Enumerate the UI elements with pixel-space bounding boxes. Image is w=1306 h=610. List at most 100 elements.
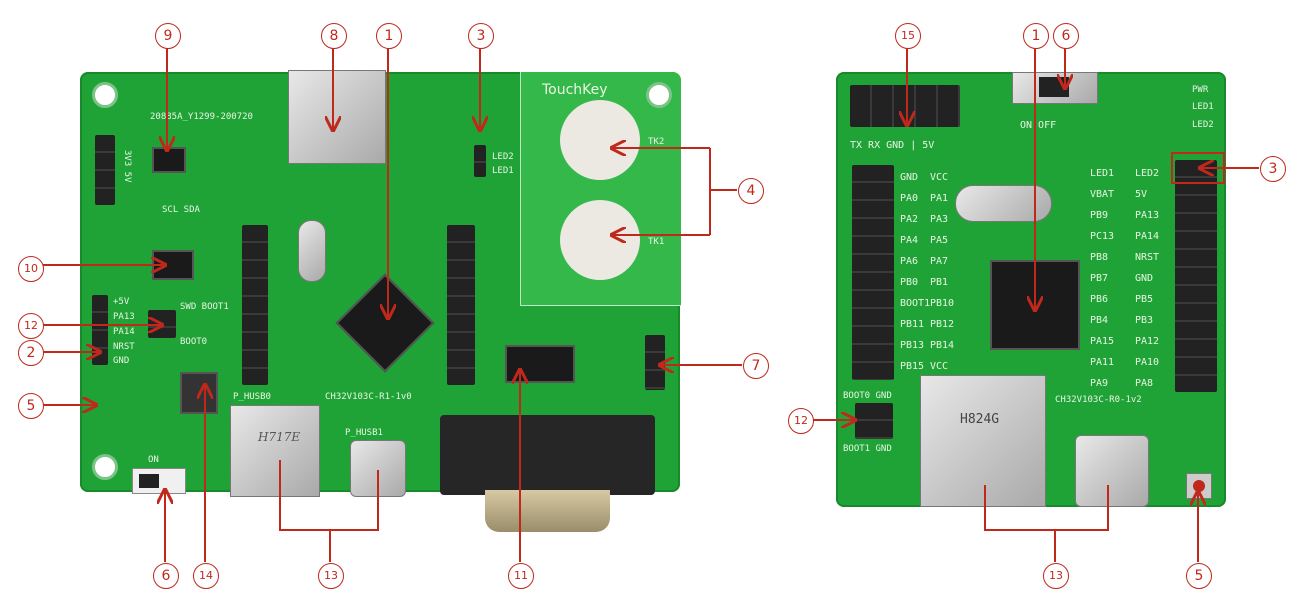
pin-label: PA0: [900, 193, 919, 204]
touch-pad-tk1[interactable]: [560, 200, 640, 280]
pin-label: PB3: [1135, 315, 1154, 326]
pin-label: LED1: [1090, 168, 1115, 179]
tk2-label: TK2: [648, 137, 665, 147]
callout-15: 15: [895, 23, 921, 49]
pin-label: PA4: [900, 235, 919, 246]
p10-labels: 3V3 5V: [122, 150, 132, 183]
p5-labels: TX RX GND | 5V: [850, 140, 935, 151]
callout-5: 5: [18, 393, 44, 419]
boot-label: BOOT0: [180, 337, 208, 347]
usb-a-marking-right: H824G: [960, 412, 1000, 427]
pin-label: PA14: [1135, 231, 1160, 242]
p8-label: PA14: [113, 327, 135, 337]
p8-label: +5V: [113, 297, 130, 307]
pin-label: PB6: [1090, 294, 1109, 305]
usb-a-port-left[interactable]: [230, 405, 320, 497]
callout-12-right: 12: [788, 408, 814, 434]
pin-label: PB8: [1090, 252, 1109, 263]
p8-label: PA13: [113, 312, 135, 322]
callout-1-right: 1: [1023, 23, 1049, 49]
led1-label: LED1: [492, 166, 514, 176]
pin-label: NRST: [1135, 252, 1160, 263]
usb-c-label: P_HUSB1: [345, 428, 383, 438]
header-p1[interactable]: [242, 225, 268, 385]
header-p1-right[interactable]: [852, 165, 894, 380]
pin-label: PC13: [1090, 231, 1115, 242]
callout-9: 9: [155, 23, 181, 49]
db9-shell: [485, 490, 610, 532]
header-p2[interactable]: [447, 225, 475, 385]
pin-label: PB1: [930, 277, 949, 288]
callout-5-right: 5: [1186, 563, 1212, 589]
boot-header-p3[interactable]: [855, 403, 893, 439]
right-model-label: CH32V103C-R0-1v2: [1055, 395, 1142, 405]
led2-label: LED2: [1192, 120, 1214, 130]
pin-label: PB15: [900, 361, 925, 372]
boot1-label: BOOT1 GND: [843, 444, 892, 454]
pin-label: GND: [1135, 273, 1154, 284]
pin-label: PB5: [1135, 294, 1154, 305]
pin-label: VCC: [930, 172, 949, 183]
callout-13-right: 13: [1043, 563, 1069, 589]
pin-label: PB11: [900, 319, 925, 330]
boot-label: SWD BOOT1: [180, 302, 229, 312]
pin-label: PB9: [1090, 210, 1109, 221]
pin-label: LED2: [1135, 168, 1160, 179]
callout-11: 11: [508, 563, 534, 589]
pin-label: PB4: [1090, 315, 1109, 326]
p8-label: NRST: [113, 342, 135, 352]
header-p2-right[interactable]: [1175, 160, 1217, 392]
db9-connector[interactable]: [440, 415, 655, 495]
pin-label: VCC: [930, 361, 949, 372]
header-p10: [95, 135, 115, 205]
callout-7: 7: [743, 353, 769, 379]
callout-14: 14: [193, 563, 219, 589]
pin-label: 5V: [1135, 189, 1148, 200]
p8-label: GND: [113, 356, 130, 366]
pin-label: PA1: [930, 193, 949, 204]
pin-label: PA2: [900, 214, 919, 225]
pin-label: VBAT: [1090, 189, 1115, 200]
pin-label: PA5: [930, 235, 949, 246]
usb-a-port-right[interactable]: [920, 375, 1046, 507]
callout-2: 2: [18, 340, 44, 366]
pin-label: PA13: [1135, 210, 1160, 221]
pin-label: PB7: [1090, 273, 1109, 284]
mount-hole: [646, 82, 672, 108]
touchkey-title: TouchKey: [542, 82, 608, 98]
pin-label: PB10: [930, 298, 955, 309]
i2c-label: SCL SDA: [162, 205, 200, 215]
pwr-led-label: PWR: [1192, 85, 1209, 95]
boot0-label: BOOT0 GND: [843, 391, 892, 401]
callout-10: 10: [18, 256, 44, 282]
pin-label: PA7: [930, 256, 949, 267]
pin-label: PB12: [930, 319, 955, 330]
callout-12: 12: [18, 313, 44, 339]
pin-label: BOOT1: [900, 298, 931, 309]
usb-a-marking: H717E: [258, 430, 301, 444]
left-model-label: CH32V103C-R1-1v0: [325, 392, 412, 402]
callout-6-right: 6: [1053, 23, 1079, 49]
callout-3-right: 3: [1260, 156, 1286, 182]
switch-label: ON: [148, 455, 159, 465]
callout-3: 3: [468, 23, 494, 49]
pin-label: PA12: [1135, 336, 1160, 347]
tk1-label: TK1: [648, 237, 665, 247]
header-p4: [474, 145, 486, 177]
pin-label: PB0: [900, 277, 919, 288]
callout-8: 8: [321, 23, 347, 49]
pin-label: PB14: [930, 340, 955, 351]
pin-label: PA3: [930, 214, 949, 225]
pin-label: PA6: [900, 256, 919, 267]
pin-label: PA11: [1090, 357, 1115, 368]
header-p9[interactable]: [645, 335, 665, 390]
usb-a-label: P_HUSB0: [233, 392, 271, 402]
crystal-y1: [298, 220, 326, 282]
pin-label: GND: [900, 172, 919, 183]
pin-label: PB13: [900, 340, 925, 351]
usb-c-port-right[interactable]: [1075, 435, 1149, 507]
pin-label: PA10: [1135, 357, 1160, 368]
touch-pad-tk2[interactable]: [560, 100, 640, 180]
callout-1: 1: [376, 23, 402, 49]
